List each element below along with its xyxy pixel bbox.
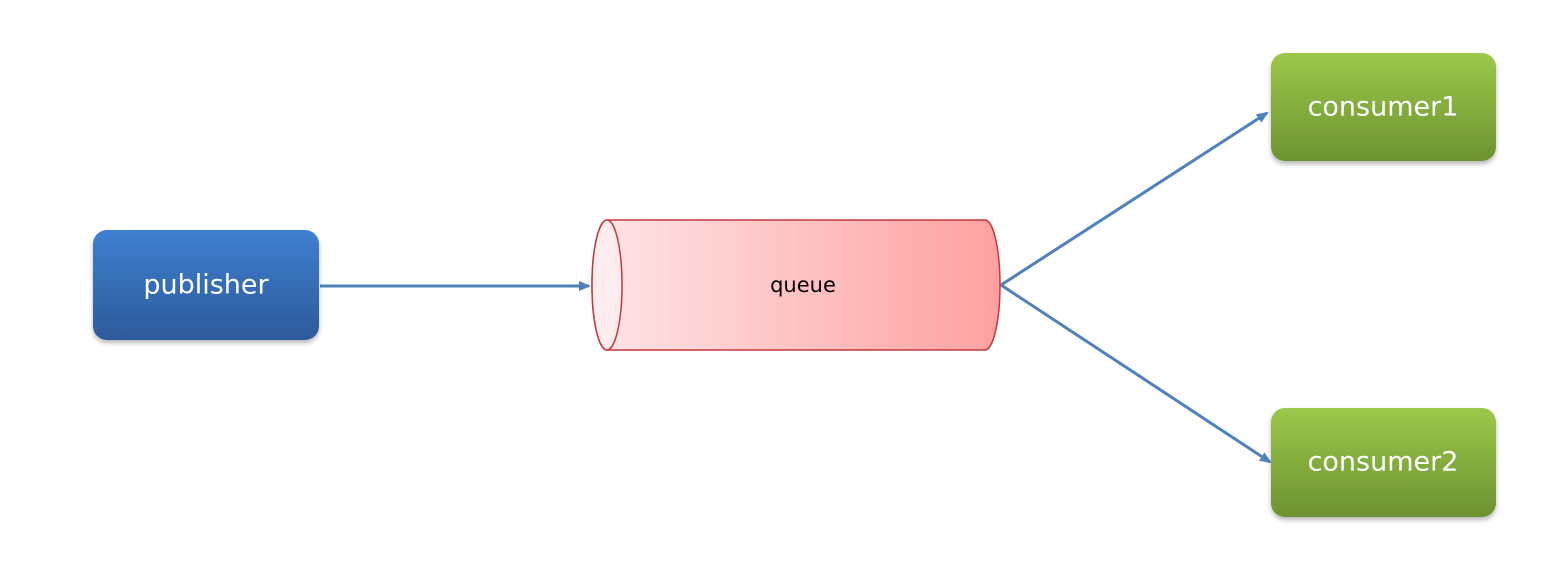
edge-queue-to-consumer2 <box>1000 283 1272 464</box>
edges <box>320 111 1272 464</box>
queue-label: queue <box>770 273 836 297</box>
consumer1-box <box>1271 53 1496 161</box>
consumer1-node: consumer1 <box>1271 53 1496 161</box>
publisher-box <box>93 230 319 340</box>
publisher-node: publisher <box>93 230 319 340</box>
consumer2-box <box>1271 408 1496 517</box>
queue-node: queue <box>591 219 1001 351</box>
consumer1-label: consumer1 <box>1308 92 1459 123</box>
consumer2-label: consumer2 <box>1308 447 1459 478</box>
publisher-label: publisher <box>143 270 269 301</box>
queue-cylinder-cap <box>591 219 623 351</box>
edge-queue-to-consumer1 <box>1000 111 1269 287</box>
consumer2-node: consumer2 <box>1271 408 1496 517</box>
